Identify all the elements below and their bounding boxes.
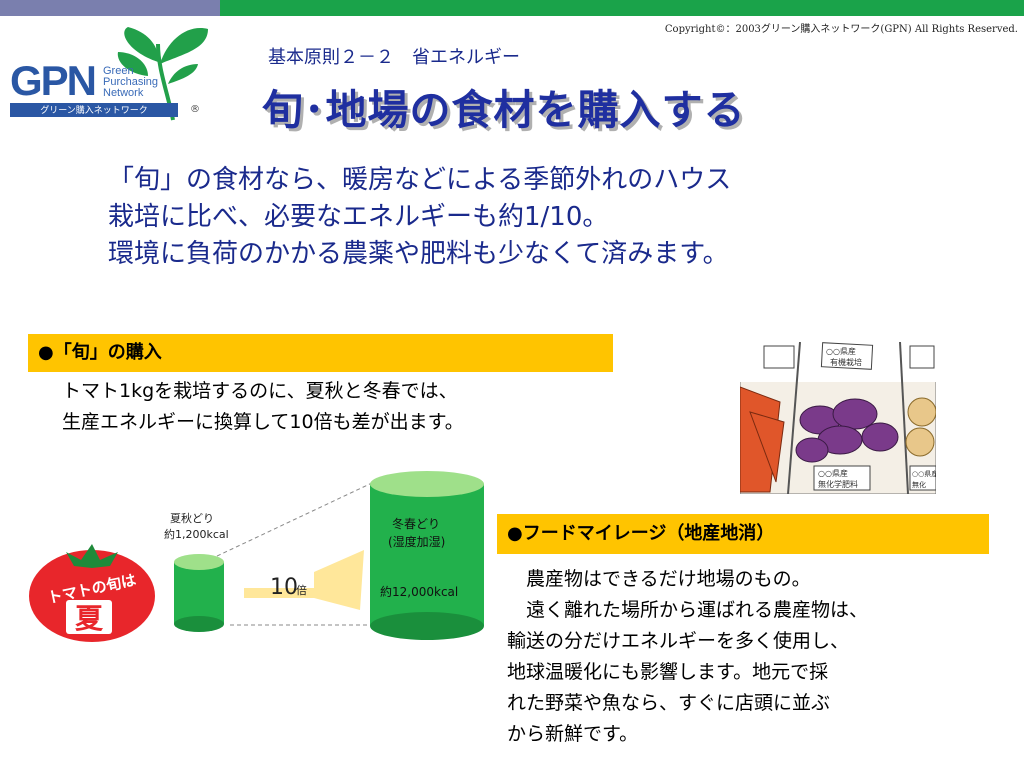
intro-line: 「旬」の食材なら、暖房などによる季節外れのハウス xyxy=(108,165,732,195)
body-line: 地球温暖化にも影響します。地元で採 xyxy=(507,661,829,683)
copyright-notice: Copyright©：2003グリーン購入ネットワーク(GPN) All Rig… xyxy=(664,24,1018,35)
large-can-label: 約12,000kcal xyxy=(380,584,458,599)
ratio-number: 10 xyxy=(270,575,298,600)
food-mileage-section-heading: ●フードマイレージ（地産地消） xyxy=(497,514,989,554)
logo-word: Network xyxy=(103,87,144,99)
logo-word: Purchasing xyxy=(103,76,159,88)
tomato-badge: トマトの旬は 夏 xyxy=(29,544,155,642)
veg-sign-text: 無化学肥料 xyxy=(818,479,858,489)
large-can xyxy=(370,471,484,640)
large-can-label: (湿度加湿) xyxy=(388,534,445,549)
logo-words: Green Purchasing Network xyxy=(103,66,158,99)
body-line: れた野菜や魚なら、すぐに店頭に並ぶ xyxy=(507,692,831,714)
body-line: 農産物はできるだけ地場のもの。 xyxy=(507,568,811,590)
large-can-label: 冬春どり xyxy=(392,516,440,531)
intro-line: 栽培に比べ、必要なエネルギーも約1/10。 xyxy=(108,202,609,232)
logo-mark: GPN xyxy=(10,57,97,104)
ratio-arrow-icon xyxy=(244,550,364,610)
shun-section-body: トマト1kgを栽培するのに、夏秋と冬春では、 生産エネルギーに換算して10倍も差… xyxy=(62,376,464,438)
veg-sign-text: 無化 xyxy=(912,480,926,489)
body-line: 遠く離れた場所から運ばれる農産物は、 xyxy=(507,599,869,621)
header-band-right xyxy=(220,0,1024,16)
ratio-unit: 倍 xyxy=(296,583,307,597)
body-line: 輸送の分だけエネルギーを多く使用し、 xyxy=(507,630,850,652)
veg-sign-text: ○○県産 xyxy=(912,469,936,478)
shun-section-heading: ●「旬」の購入 xyxy=(28,334,613,372)
vegetable-stand-illustration: ○○県産 有機栽培 ○○県産 無化学肥料 ○○県産 無化 xyxy=(740,342,936,494)
veg-sign-text: 有機栽培 xyxy=(830,357,862,367)
small-can-label: 夏秋どり xyxy=(170,511,214,525)
body-line: から新鮮です。 xyxy=(507,723,639,745)
registered-mark: ® xyxy=(190,104,200,115)
veg-sign-text: ○○県産 xyxy=(818,468,848,478)
body-line: 生産エネルギーに換算して10倍も差が出ます。 xyxy=(62,411,464,433)
logo-word: Green xyxy=(103,65,134,77)
header-band-left xyxy=(0,0,220,16)
tomato-label-main: 夏 xyxy=(75,602,104,635)
intro-text: 「旬」の食材なら、暖房などによる季節外れのハウス 栽培に比べ、必要なエネルギーも… xyxy=(108,162,988,273)
tomato-icon xyxy=(29,550,155,642)
food-mileage-section-body: 農産物はできるだけ地場のもの。 遠く離れた場所から運ばれる農産物は、 輸送の分だ… xyxy=(507,564,868,750)
small-can xyxy=(174,554,224,632)
intro-line: 環境に負荷のかかる農薬や肥料も少なくて済みます。 xyxy=(108,239,729,269)
sprout-icon xyxy=(117,27,208,121)
slide-title: 旬･地場の食材を購入する xyxy=(262,86,746,134)
tomato-leaf-icon xyxy=(66,544,118,568)
body-line: トマト1kgを栽培するのに、夏秋と冬春では、 xyxy=(62,380,458,402)
energy-comparison-illustration: 夏秋どり 約1,200kcal 10 倍 冬春どり (湿度加湿) 約12,000… xyxy=(164,471,484,640)
slide-subtitle: 基本原則２－２ 省エネルギー xyxy=(268,47,520,68)
veg-sign-text: ○○県産 xyxy=(826,346,856,356)
small-can-label: 約1,200kcal xyxy=(164,527,229,541)
logo-japanese: グリーン購入ネットワーク xyxy=(10,103,178,117)
